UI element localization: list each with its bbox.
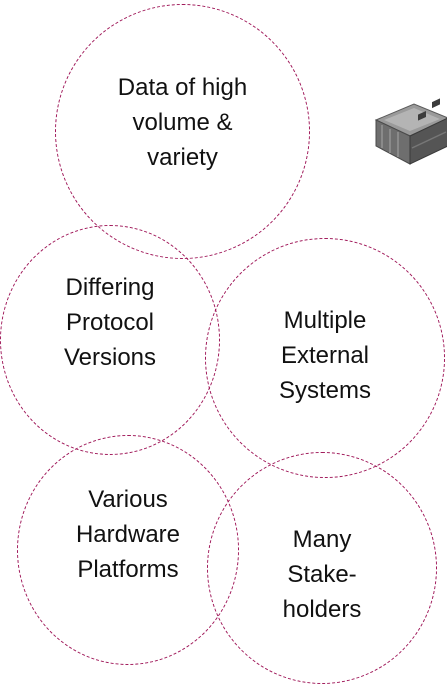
label-line: Differing [65, 274, 155, 301]
label-various-hardware-platforms: Various Hardware Platforms [17, 482, 239, 587]
hardware-device-icon [374, 98, 447, 165]
circle-many-stakeholders [207, 452, 437, 684]
label-line: holders [282, 596, 362, 623]
label-line: Multiple [283, 307, 367, 334]
label-line: Stake- [287, 561, 357, 588]
label-line: Systems [278, 377, 371, 404]
label-many-stakeholders: Many Stake- holders [207, 522, 437, 627]
label-data-volume-variety: Data of high volume & variety [55, 70, 310, 175]
label-line: volume & [132, 109, 233, 136]
label-differing-protocol-versions: Differing Protocol Versions [0, 270, 220, 375]
label-line: Platforms [77, 556, 179, 583]
label-line: External [280, 342, 370, 369]
label-line: Versions [63, 344, 157, 371]
label-line: Protocol [65, 309, 155, 336]
label-line: Data of high [117, 74, 248, 101]
label-line: Many [292, 526, 352, 553]
label-multiple-external-systems: Multiple External Systems [205, 303, 445, 408]
label-line: Hardware [75, 521, 181, 548]
label-line: variety [147, 144, 218, 171]
label-line: Various [88, 486, 168, 513]
